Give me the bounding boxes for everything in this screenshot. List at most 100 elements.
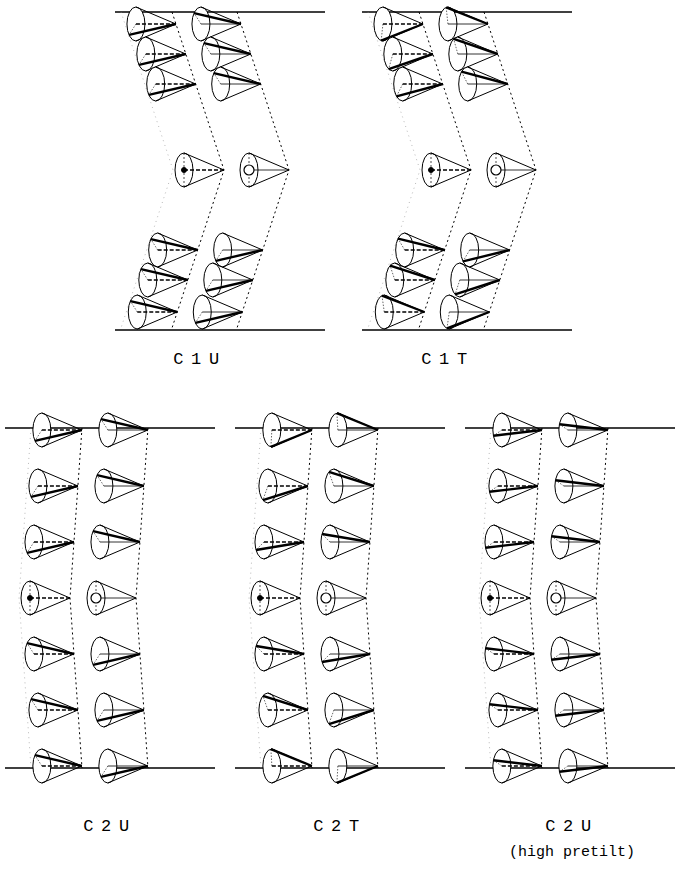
director xyxy=(31,486,78,497)
smectic-cone xyxy=(459,67,508,101)
smectic-cone xyxy=(375,295,424,329)
director xyxy=(271,749,312,766)
smectic-cone xyxy=(25,525,74,559)
director xyxy=(489,704,537,710)
director xyxy=(462,72,508,84)
director xyxy=(93,654,140,665)
director xyxy=(149,84,196,95)
smectic-cone xyxy=(374,7,423,41)
smectic-cone xyxy=(33,749,82,783)
director xyxy=(194,13,241,24)
smectic-cone xyxy=(396,233,445,267)
smectic-cone xyxy=(487,153,536,187)
smectic-cone xyxy=(251,581,300,615)
director xyxy=(206,280,253,291)
director xyxy=(97,710,144,721)
smectic-cone xyxy=(149,233,198,267)
director xyxy=(389,54,433,69)
director xyxy=(256,542,304,550)
director xyxy=(555,480,603,486)
director xyxy=(551,536,599,542)
director xyxy=(329,472,374,486)
smectic-cone xyxy=(193,295,242,329)
smectic-cone xyxy=(202,37,251,71)
smectic-cone xyxy=(461,233,510,267)
director xyxy=(446,7,488,24)
substrate-line xyxy=(115,329,325,330)
director xyxy=(493,430,541,436)
layer-boundary xyxy=(300,428,312,768)
structure-label: C2U (high pretilt) xyxy=(509,815,635,864)
director xyxy=(35,430,82,441)
smectic-cone xyxy=(555,469,604,503)
director xyxy=(555,710,603,716)
smectic-cone xyxy=(439,7,488,41)
smectic-cone xyxy=(493,413,542,447)
layer-boundary xyxy=(530,428,542,768)
director xyxy=(151,239,198,250)
structure-label: C1U xyxy=(173,348,227,373)
smectic-cone xyxy=(204,263,253,297)
director xyxy=(455,280,500,294)
smectic-cone xyxy=(137,37,186,71)
smectic-cone xyxy=(329,749,378,783)
layer-boundary xyxy=(418,12,471,330)
smectic-cone xyxy=(127,7,176,41)
smectic-cone xyxy=(128,295,177,329)
smectic-cone xyxy=(485,525,534,559)
director xyxy=(322,654,370,662)
director xyxy=(214,73,261,84)
smectic-cone xyxy=(449,37,498,71)
director xyxy=(382,296,424,312)
director xyxy=(485,542,533,548)
label-line: C2U xyxy=(545,817,599,836)
director xyxy=(397,84,443,96)
director xyxy=(329,710,374,724)
smectic-cone xyxy=(147,67,196,101)
director xyxy=(493,760,541,766)
smectic-cone xyxy=(255,637,304,671)
smectic-cone xyxy=(99,413,148,447)
structure-label: C1T xyxy=(421,348,475,373)
smectic-cone xyxy=(91,637,140,671)
smectic-cone xyxy=(321,525,370,559)
smectic-cone xyxy=(555,693,604,727)
smectic-cone xyxy=(214,233,263,267)
smectic-cone xyxy=(99,749,148,783)
director xyxy=(101,766,148,777)
director xyxy=(559,766,607,772)
layer-boundary xyxy=(136,428,148,768)
chevron-panel xyxy=(362,7,572,330)
director xyxy=(130,301,177,312)
director xyxy=(256,646,304,654)
director xyxy=(27,542,74,553)
smectic-cone xyxy=(29,469,78,503)
structure-label: C2T xyxy=(313,815,367,840)
director xyxy=(101,419,148,430)
chevron-panel xyxy=(235,413,445,783)
layer-boundary xyxy=(171,12,224,330)
smectic-cone xyxy=(422,153,471,187)
smectic-cone xyxy=(384,37,433,71)
director xyxy=(216,250,263,261)
structure-label: C2U xyxy=(83,815,137,840)
smectic-cone xyxy=(91,525,140,559)
director xyxy=(447,312,489,328)
director xyxy=(204,43,251,54)
director xyxy=(337,413,378,430)
smectic-cone xyxy=(192,7,241,41)
director xyxy=(271,430,312,447)
smectic-cone xyxy=(559,413,608,447)
director xyxy=(35,755,82,766)
smectic-cone xyxy=(485,637,534,671)
smectic-cone xyxy=(386,263,435,297)
director xyxy=(454,39,498,54)
smectic-cone xyxy=(551,525,600,559)
smectic-cone xyxy=(33,413,82,447)
smectic-cone xyxy=(21,581,70,615)
smectic-cone xyxy=(212,67,261,101)
director xyxy=(559,424,607,430)
director xyxy=(337,766,378,783)
smectic-cone xyxy=(551,637,600,671)
layer-boundary xyxy=(596,428,608,768)
